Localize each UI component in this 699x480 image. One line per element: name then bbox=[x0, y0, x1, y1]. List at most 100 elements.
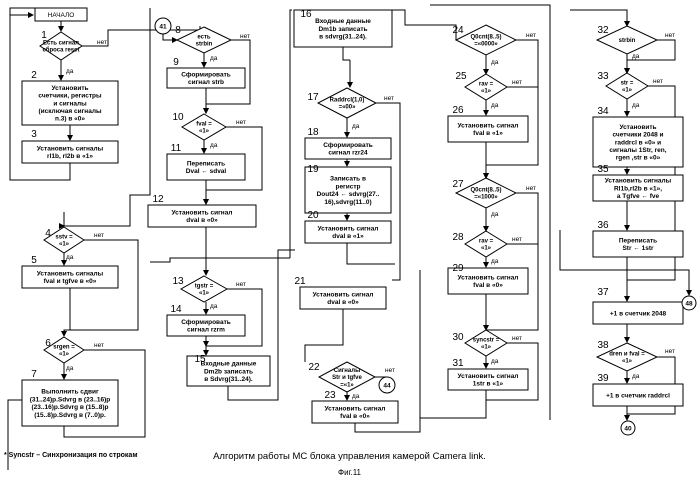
p29-process-box: Установить сигналfval в «0»29 bbox=[448, 263, 528, 294]
c41-connector-circle: 41 bbox=[155, 18, 171, 34]
d33-decision-diamond: str =«1»33 bbox=[597, 71, 648, 99]
d6-label-line: srgen = bbox=[53, 345, 75, 351]
flow-connector bbox=[64, 288, 70, 336]
p11-label-line: Dval ← sdval bbox=[186, 168, 227, 175]
p37-step-number: 37 bbox=[597, 287, 609, 298]
p11-process-box: ПереписатьDval ← sdval 11 bbox=[167, 143, 245, 180]
yes-label: да bbox=[352, 393, 360, 400]
p23-label-line: fval в «0» bbox=[340, 413, 370, 420]
p36-label-line: Переписать bbox=[619, 237, 657, 244]
d38-label-line: dren и fval = bbox=[609, 352, 645, 358]
d38-decision-diamond: dren и fval =«1»38 bbox=[597, 340, 657, 371]
d13-label-line: «1» bbox=[199, 291, 210, 297]
no-label: нет bbox=[512, 79, 522, 86]
d4-label-line: «1» bbox=[59, 242, 70, 248]
no-label: нет bbox=[526, 32, 536, 39]
p35-label-line: Установить сигналы bbox=[605, 178, 672, 185]
d1-label-line: сброса reset bbox=[43, 47, 80, 54]
p16-label-line: Входные данные bbox=[315, 18, 371, 25]
c40-connector-circle: 40 bbox=[621, 421, 635, 435]
p7-process-box: Выполнить сдвиг(31..24)p.Sdvrg в (23..16… bbox=[22, 369, 118, 426]
p14-step-number: 14 bbox=[170, 304, 182, 315]
d24-decision-diamond: Q0cnt(8..5)=«0000»24 bbox=[452, 25, 516, 55]
d10-label-line: fval = bbox=[196, 122, 212, 128]
d27-label-line: Q0cnt(8..5) bbox=[470, 188, 501, 194]
p14-label-line: сигнал rzrm bbox=[187, 327, 225, 334]
p9-step-number: 9 bbox=[173, 57, 179, 68]
no-label: нет bbox=[665, 32, 675, 39]
yes-label: да bbox=[66, 365, 74, 372]
d22-decision-diamond: СигналыStr и tgfve=«1»22 bbox=[308, 362, 375, 392]
yes-label: да bbox=[210, 142, 218, 149]
d28-step-number: 28 bbox=[452, 232, 464, 243]
p37-label-line: +1 в счетчик 2048 bbox=[610, 310, 667, 317]
flow-connector bbox=[290, 10, 292, 258]
flow-connector bbox=[430, 5, 550, 420]
p20-process-box: Установить сигналdval в «1»20 bbox=[305, 210, 391, 243]
p19-label-line: 16),sdvrg(11..0) bbox=[324, 199, 371, 206]
no-label: нет bbox=[653, 78, 663, 85]
p11-step-number: 11 bbox=[171, 143, 182, 154]
d22-label-line: Сигналы bbox=[334, 368, 360, 374]
d25-label-line: rav = bbox=[479, 82, 494, 88]
p7-label-line: (31..24)p.Sdvrg в (23..16)p bbox=[30, 396, 111, 403]
p37-process-box: +1 в счетчик 2048 37 bbox=[593, 287, 683, 324]
d8-step-number: 8 bbox=[175, 25, 181, 36]
p16-step-number: 16 bbox=[300, 9, 312, 20]
p3-step-number: 3 bbox=[31, 129, 37, 140]
p18-label-line: сигнал rzr24 bbox=[328, 150, 368, 157]
p31-label-line: Установить сигнал bbox=[458, 373, 519, 380]
d13-decision-diamond: tgstr =«1»13 bbox=[172, 276, 227, 302]
d30-label-line: syncstr = bbox=[473, 338, 500, 344]
p31-process-box: Установить сигнал1str в «1» 31 bbox=[448, 358, 528, 390]
p2-label-line: п.3) в «0» bbox=[55, 116, 85, 123]
yes-label: да bbox=[66, 68, 74, 75]
d24-step-number: 24 bbox=[452, 25, 464, 36]
p15-process-box: Входные данныеDm2b записатьв Sdvrg(31..2… bbox=[187, 354, 270, 386]
p35-process-box: Установить сигналыRl1b,rl2b в «1»,а Tgfv… bbox=[593, 164, 683, 201]
yes-label: да bbox=[491, 358, 499, 365]
yes-label: да bbox=[491, 211, 499, 218]
p31-step-number: 31 bbox=[452, 358, 464, 369]
p31-label-line: 1str в «1» bbox=[473, 381, 504, 388]
d25-decision-diamond: rav =«1» 25 bbox=[455, 71, 507, 100]
no-label: нет bbox=[526, 185, 536, 192]
yes-label: да bbox=[210, 303, 218, 310]
p14-label-line: Сформировать bbox=[181, 319, 231, 326]
figure-number: Фиг.11 bbox=[0, 468, 699, 477]
p19-step-number: 19 bbox=[307, 164, 319, 175]
p11-label-line: Переписать bbox=[187, 160, 225, 167]
start-label-line: НАЧАЛО bbox=[48, 12, 75, 19]
p21-process-box: Установить сигналdval в «0»21 bbox=[294, 276, 386, 309]
p2-label-line: Установить bbox=[51, 85, 88, 92]
d1-step-number: 1 bbox=[41, 30, 47, 41]
d25-label-line: «1» bbox=[481, 89, 492, 95]
c44-label-line: 44 bbox=[383, 382, 391, 389]
d25-step-number: 25 bbox=[455, 71, 467, 82]
d8-label-line: есть bbox=[197, 35, 211, 41]
d27-step-number: 27 bbox=[452, 179, 464, 190]
p34-step-number: 34 bbox=[597, 106, 609, 117]
d1-decision-diamond: Есть сигналсброса reset1 bbox=[40, 30, 82, 60]
p2-label-line: и сигналы bbox=[53, 100, 87, 107]
p34-process-box: Установитьсчетчики 2048 иraddrcl в «0» и… bbox=[593, 106, 683, 167]
p35-label-line: Rl1b,rl2b в «1», bbox=[614, 185, 662, 192]
p26-process-box: Установить сигналfval в «1»26 bbox=[448, 105, 528, 142]
no-label: нет bbox=[94, 232, 104, 239]
flow-connector bbox=[392, 10, 456, 40]
p15-label-line: в Sdvrg(31..24). bbox=[204, 376, 253, 383]
d17-label-line: Raddrcl(1,0) bbox=[330, 98, 365, 104]
p2-label-line: (исключая сигналы bbox=[38, 108, 102, 115]
p21-label-line: dval в «0» bbox=[327, 299, 359, 306]
p3-label-line: Установить сигналы bbox=[37, 145, 104, 152]
d6-decision-diamond: srgen =«1»6 bbox=[44, 337, 84, 363]
d8-label-line: strbin bbox=[196, 42, 213, 48]
flow-connector bbox=[420, 390, 486, 418]
p2-process-box: Установитьсчетчики, регистрыи сигналы(ис… bbox=[22, 70, 118, 125]
d6-label-line: «1» bbox=[59, 352, 70, 358]
start-process-box: НАЧАЛО bbox=[35, 8, 87, 21]
p12-process-box: Установить сигналdval в «0»12 bbox=[148, 194, 256, 227]
p15-step-number: 15 bbox=[194, 354, 206, 365]
yes-label: да bbox=[632, 53, 640, 60]
yes-label: да bbox=[66, 254, 74, 261]
